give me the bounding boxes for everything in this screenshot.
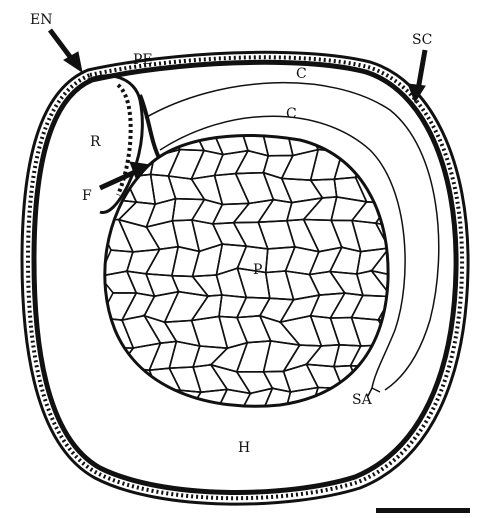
arrow-en: [50, 30, 82, 72]
parenchyma-cell: [97, 388, 135, 421]
parenchyma-cell: [372, 343, 409, 373]
label-c-inner: C: [286, 106, 297, 122]
parenchyma-cell: [327, 124, 367, 153]
parenchyma-cell: [150, 389, 181, 420]
label-c-outer: C: [296, 66, 307, 82]
label-r: R: [90, 134, 101, 150]
parenchyma-cell: [126, 388, 157, 421]
parenchyma-cell: [372, 394, 416, 417]
label-sa: SA: [352, 392, 373, 408]
parenchyma-cell: [372, 125, 410, 149]
parenchyma-cell: [377, 148, 411, 174]
label-en: EN: [30, 12, 52, 28]
label-sc: SC: [412, 32, 432, 48]
scale-bar-line: [376, 508, 470, 513]
parenchyma-cell: [356, 150, 384, 178]
label-h: H: [238, 440, 250, 456]
parenchyma-cell: [357, 128, 384, 154]
label-p: P: [253, 262, 262, 278]
parenchyma-cell: [377, 172, 408, 204]
label-f: F: [82, 188, 92, 204]
scale-bar: [376, 508, 470, 513]
parenchyma-cell: [101, 367, 135, 393]
label-pe: PE: [133, 52, 153, 68]
